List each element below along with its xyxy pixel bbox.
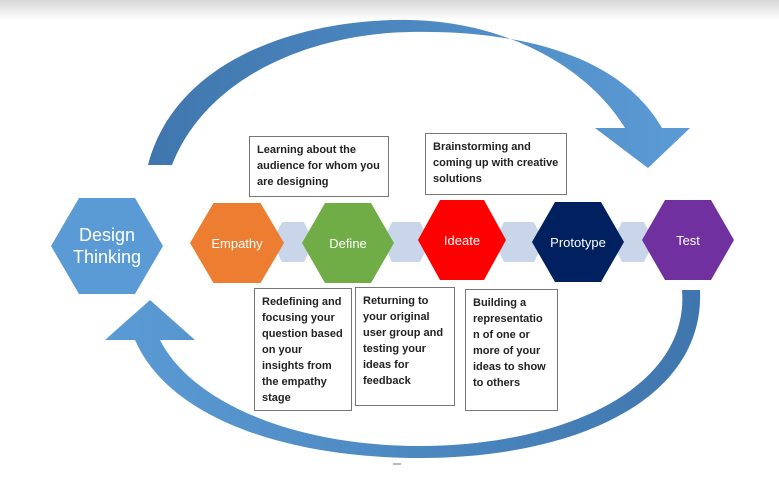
stage-hexagon-empathy — [190, 203, 284, 283]
stage-label-prototype: Prototype — [550, 234, 606, 250]
stage-label-test: Test — [676, 232, 700, 248]
stage-label-empathy: Empathy — [211, 235, 263, 251]
connector-hexagon — [382, 222, 430, 262]
top-cycle-arrow — [148, 19, 690, 168]
top-shadow-band — [0, 0, 779, 20]
stage-hexagon-define — [302, 203, 394, 283]
design-thinking-label: Design Thinking — [72, 225, 142, 267]
connectors — [272, 222, 654, 262]
stage-hexagon-prototype — [532, 202, 624, 282]
connector-hexagon — [612, 222, 654, 262]
empathy-description: Learning about the audience for whom you… — [249, 136, 389, 197]
connector-hexagon — [272, 222, 314, 262]
design-thinking-hexagon — [51, 198, 163, 294]
prototype-description: Building a representatio n of one or mor… — [465, 289, 558, 411]
stage-hexagon-ideate — [418, 200, 506, 280]
test-description: Returning to your original user group an… — [355, 287, 455, 406]
stage-label-ideate: Ideate — [443, 232, 481, 248]
small-mark — [393, 463, 401, 465]
define-description: Redefining and focusing your question ba… — [254, 288, 352, 411]
stage-label-define: Define — [329, 235, 367, 251]
stage-hexagon-test — [642, 200, 734, 280]
ideate-description: Brainstorming and coming up with creativ… — [425, 133, 567, 195]
stage-hexagons — [190, 200, 734, 283]
connector-hexagon — [494, 222, 544, 262]
